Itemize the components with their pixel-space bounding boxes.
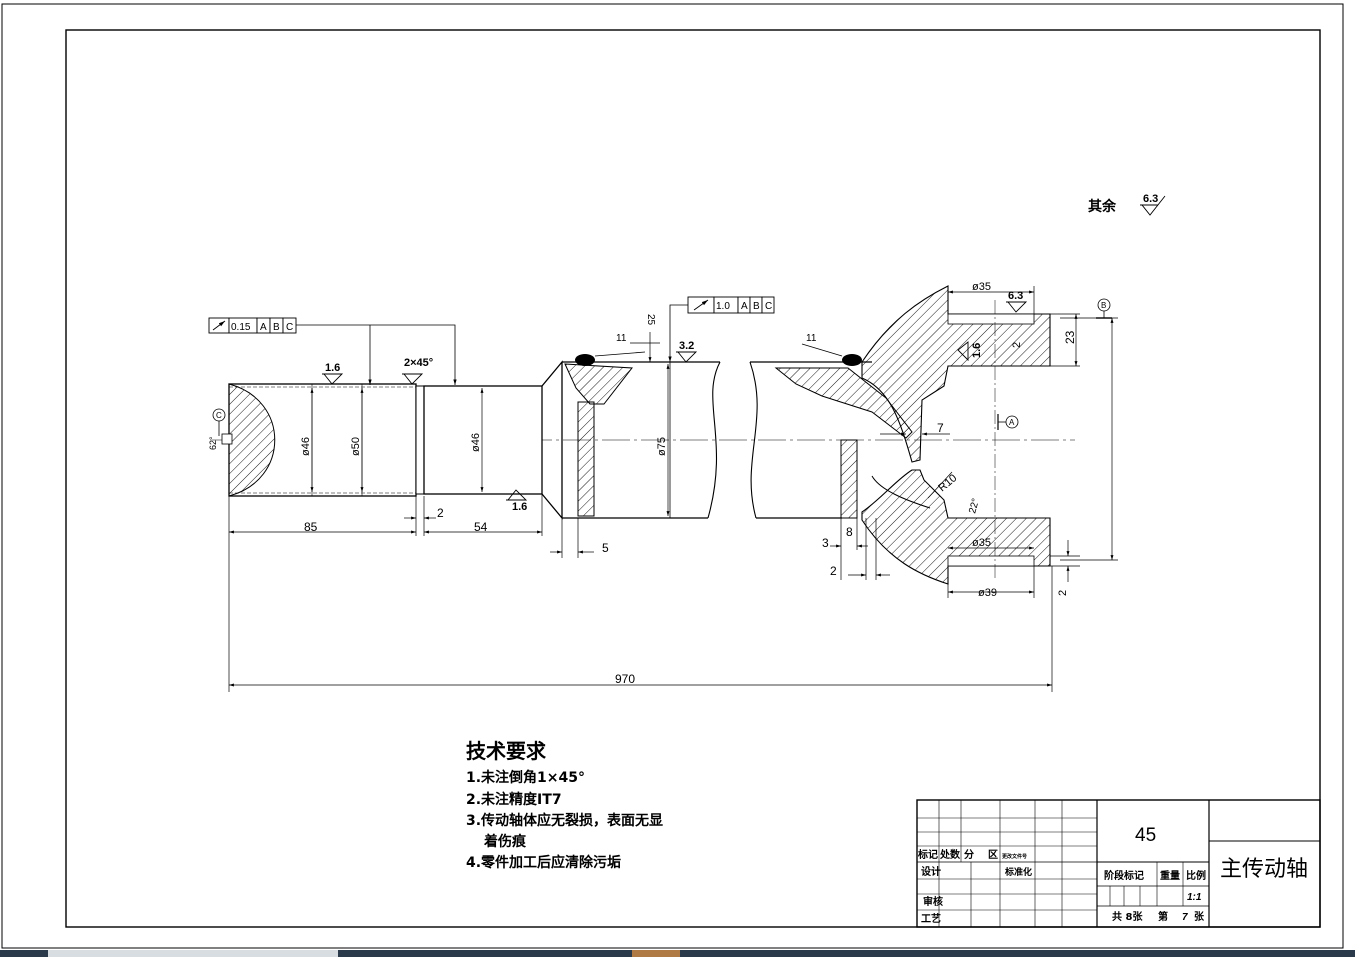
part-name: 主传动轴 bbox=[1220, 857, 1308, 882]
dim-phi39: ø39 bbox=[978, 587, 997, 599]
tb-division: 分 bbox=[964, 848, 974, 861]
requirement-item: 4.零件加工后应清除污垢 bbox=[466, 854, 621, 871]
dim-23: 23 bbox=[1063, 330, 1077, 344]
requirements-title: 技术要求 bbox=[466, 739, 547, 763]
tb-count: 处数 bbox=[939, 848, 961, 861]
dim-22-deg: 22° bbox=[967, 497, 982, 514]
tb-stage-mark: 阶段标记 bbox=[1104, 869, 1144, 882]
other-surfaces-label: 其余 bbox=[1088, 198, 1117, 215]
requirement-item: 1.未注倒角1×45° bbox=[466, 769, 585, 786]
other-surfaces-roughness: 6.3 bbox=[1143, 193, 1158, 205]
taskbar-item[interactable] bbox=[632, 950, 680, 957]
dim-phi46-a: ø46 bbox=[300, 437, 312, 456]
right-yoke bbox=[749, 285, 1051, 585]
datum-b: B bbox=[1096, 298, 1112, 319]
dim-2-b: 2 bbox=[830, 564, 837, 578]
tb-scale: 1:1 bbox=[1187, 892, 1202, 903]
tb-standardize: 标准化 bbox=[1004, 866, 1032, 878]
dim-r10: R10 bbox=[936, 472, 959, 494]
tb-sheet-unit: 张 bbox=[1194, 910, 1205, 923]
roughness-1.6-b: 1.6 bbox=[512, 501, 527, 513]
inner-frame bbox=[65, 29, 1321, 928]
datum-c: C bbox=[212, 408, 233, 445]
dim-2-d: 2 bbox=[1057, 590, 1069, 596]
gdt2-ref-a: A bbox=[741, 301, 748, 312]
roughness-1.6-a: 1.6 bbox=[325, 362, 340, 374]
weld-11-left: 11 bbox=[616, 333, 627, 344]
tb-sheet-no: 7 bbox=[1182, 912, 1188, 923]
svg-text:B: B bbox=[1101, 301, 1106, 310]
roughness-1.6-c: 1.6 bbox=[971, 343, 983, 358]
tb-mark: 标记 bbox=[917, 848, 938, 861]
dim-3: 3 bbox=[822, 536, 829, 550]
dim-85: 85 bbox=[304, 520, 318, 534]
dim-8: 8 bbox=[846, 525, 853, 539]
dim-phi46-b: ø46 bbox=[470, 433, 482, 452]
datum-a: A bbox=[997, 414, 1019, 430]
tb-review: 审核 bbox=[923, 895, 943, 908]
left-shaft-end bbox=[228, 342, 721, 520]
dim-7: 7 bbox=[937, 421, 944, 435]
gdt2-ref-c: C bbox=[765, 301, 772, 312]
dim-5: 5 bbox=[602, 541, 609, 555]
gdt1-tolerance: 0.15 bbox=[231, 322, 251, 333]
tb-scale-label: 比例 bbox=[1186, 869, 1206, 882]
gdt1-ref-c: C bbox=[286, 322, 293, 333]
gdt-frame-1: 0.15 A B C bbox=[208, 317, 457, 385]
weld-bead-left bbox=[575, 354, 595, 366]
taskbar-item[interactable] bbox=[48, 950, 338, 957]
requirement-item: 2.未注精度IT7 bbox=[466, 791, 562, 808]
dim-2-c: 2 bbox=[1011, 342, 1023, 348]
svg-text:A: A bbox=[1009, 418, 1015, 427]
dim-25: 25 bbox=[645, 314, 656, 326]
tb-sheet-label: 第 bbox=[1158, 910, 1168, 923]
dim-2-a: 2 bbox=[437, 506, 444, 520]
tb-change-doc: 更改文件号 bbox=[1002, 853, 1027, 860]
weld-11-right: 11 bbox=[806, 333, 817, 344]
dim-970: 970 bbox=[615, 672, 635, 686]
svg-text:C: C bbox=[216, 411, 222, 420]
gdt-frame-2: 1.0 A B C bbox=[668, 296, 775, 362]
dim-phi35-a: ø35 bbox=[972, 281, 991, 293]
gdt1-ref-b: B bbox=[273, 322, 280, 333]
gdt1-ref-a: A bbox=[260, 322, 267, 333]
material: 45 bbox=[1135, 825, 1156, 846]
tb-zone: 区 bbox=[988, 849, 998, 861]
roughness-3.2: 3.2 bbox=[679, 340, 694, 352]
taskbar bbox=[0, 950, 1355, 957]
dim-phi50: ø50 bbox=[350, 437, 362, 456]
roughness-6.3-yoke: 6.3 bbox=[1008, 290, 1023, 302]
gdt2-tolerance: 1.0 bbox=[716, 301, 730, 312]
title-block bbox=[916, 799, 1321, 928]
dim-phi35-b: ø35 bbox=[972, 537, 991, 549]
dimension-lines bbox=[228, 286, 1118, 692]
weld-bead-right bbox=[842, 354, 862, 366]
outer-frame bbox=[1, 3, 1344, 949]
gdt2-ref-b: B bbox=[753, 301, 760, 312]
requirement-item: 着伤痕 bbox=[483, 833, 527, 850]
tb-total-sheets: 共 8张 bbox=[1112, 910, 1143, 923]
dim-62-deg: 62° bbox=[208, 436, 218, 450]
technical-requirements: 技术要求 1.未注倒角1×45° 2.未注精度IT7 3.传动轴体应无裂损，表面… bbox=[466, 739, 663, 871]
dim-phi75: ø75 bbox=[656, 437, 668, 456]
dim-54: 54 bbox=[474, 520, 488, 534]
requirement-item: 3.传动轴体应无裂损，表面无显 bbox=[466, 812, 663, 829]
roughness-symbols bbox=[322, 195, 1166, 501]
tb-process: 工艺 bbox=[921, 912, 941, 925]
chamfer-label: 2×45° bbox=[404, 357, 433, 369]
tb-weight: 重量 bbox=[1160, 869, 1180, 882]
tb-design: 设计 bbox=[921, 865, 941, 878]
